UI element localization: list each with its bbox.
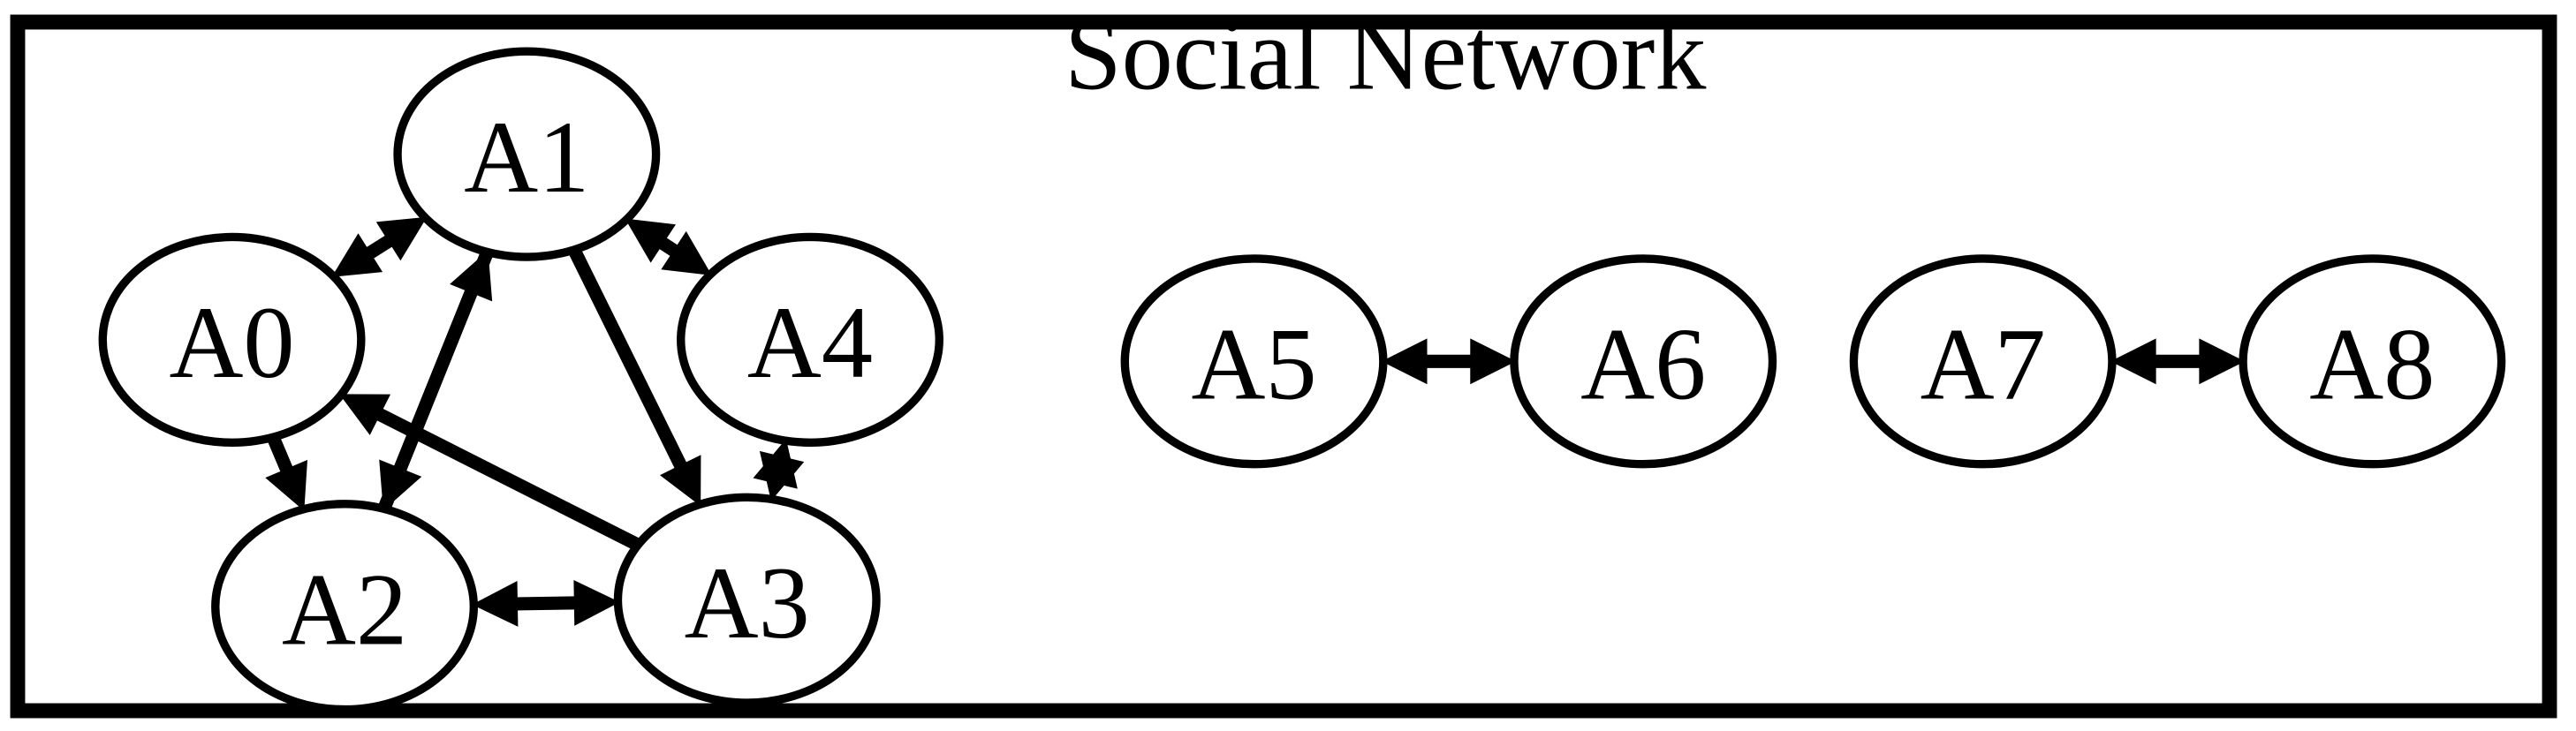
arrowhead-icon [265, 459, 308, 511]
arrowhead-icon [659, 455, 701, 507]
arrowhead-icon [573, 579, 620, 626]
edge-a0-a2 [265, 434, 308, 511]
node-a3[interactable]: A3 [613, 493, 881, 707]
arrowhead-icon [1470, 338, 1517, 385]
edge-line [568, 246, 692, 478]
node-label: A3 [685, 546, 810, 660]
node-label: A7 [1921, 308, 2046, 422]
arrowhead-icon [661, 230, 712, 276]
node-shape[interactable] [211, 500, 479, 714]
edge-line [367, 403, 641, 551]
node-shape[interactable] [1120, 254, 1388, 469]
arrowhead-icon [753, 439, 798, 489]
node-a0[interactable]: A0 [98, 232, 366, 447]
node-a2[interactable]: A2 [211, 500, 479, 714]
edge-line [377, 280, 481, 512]
diagram-title: Social Network [1064, 0, 1707, 112]
edge-a2-a1 [377, 250, 493, 512]
node-label: A1 [464, 101, 589, 215]
edge-a3-a0 [339, 394, 641, 551]
edge-a5-a6 [1381, 338, 1517, 385]
node-a1[interactable]: A1 [393, 47, 661, 261]
diagram-border [10, 14, 2557, 719]
node-a7[interactable]: A7 [1849, 254, 2117, 469]
node-label: A2 [282, 553, 407, 667]
arrowhead-icon [2199, 338, 2246, 385]
node-a4[interactable]: A4 [677, 232, 943, 447]
node-shape[interactable] [98, 232, 366, 447]
node-label: A0 [169, 286, 294, 400]
node-shape[interactable] [677, 232, 943, 447]
edge-line [506, 596, 586, 611]
edge-a7-a8 [2110, 338, 2246, 385]
arrowhead-icon [331, 233, 383, 277]
node-label: A4 [747, 286, 873, 400]
edge-a2-a3 [472, 579, 620, 627]
edge-a1-a3 [568, 246, 701, 507]
arrowhead-icon [1381, 338, 1428, 385]
node-label: A8 [2309, 308, 2435, 422]
node-shape[interactable] [613, 493, 881, 707]
node-label: A5 [1192, 308, 1317, 422]
node-a6[interactable]: A6 [1510, 254, 1777, 469]
node-a8[interactable]: A8 [2239, 254, 2506, 469]
arrowhead-icon [339, 394, 391, 435]
edge-a1-a4 [625, 218, 712, 276]
arrowhead-icon [2110, 338, 2156, 385]
edge-a4-a3 [753, 439, 805, 501]
node-shape[interactable] [1510, 254, 1777, 469]
edge-layer [265, 216, 2246, 627]
node-label: A6 [1580, 308, 1706, 422]
arrowhead-icon [625, 218, 676, 263]
node-shape[interactable] [2239, 254, 2506, 469]
arrowhead-icon [450, 250, 493, 302]
arrowhead-icon [375, 216, 428, 261]
node-a5[interactable]: A5 [1120, 254, 1388, 469]
node-shape[interactable] [1849, 254, 2117, 469]
arrowhead-icon [472, 581, 519, 627]
edge-a0-a1 [331, 216, 428, 277]
node-shape[interactable] [393, 47, 661, 261]
